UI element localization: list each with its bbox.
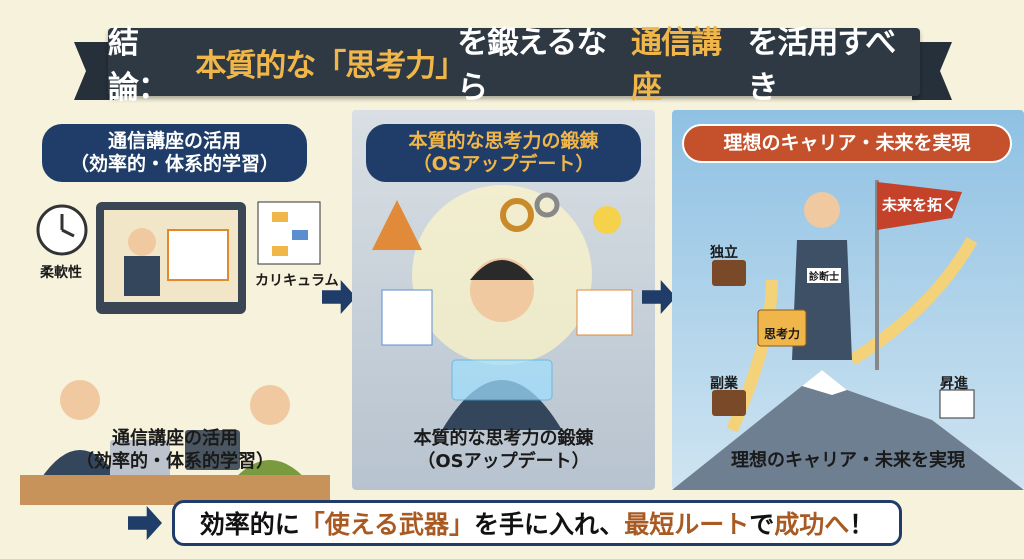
arrow-right-icon bbox=[128, 506, 162, 540]
panel-2-header: 本質的な思考力の鍛錬 （OSアップデート） bbox=[366, 124, 641, 182]
title-banner: 結論： 本質的な「思考力」を鍛えるなら通信講座を活用すべき bbox=[108, 25, 920, 106]
growth-chart-icon bbox=[939, 389, 975, 419]
conclusion-text: 効率的に bbox=[199, 510, 300, 539]
conclusion-highlight: 「使える武器」 bbox=[299, 510, 474, 539]
conclusion-text: で bbox=[749, 510, 775, 539]
panel-1-caption: 通信講座の活用 （効率的・体系的学習） bbox=[76, 428, 274, 472]
label-side-business: 副業 bbox=[710, 376, 738, 392]
mountain bbox=[672, 370, 1024, 490]
conclusion-text: を手に入れ、 bbox=[473, 510, 625, 539]
label-independence: 独立 bbox=[710, 245, 738, 261]
conclusion-text: ！ bbox=[849, 510, 875, 539]
hologram-screen bbox=[451, 359, 553, 401]
label-promotion: 昇進 bbox=[940, 376, 968, 392]
panel-1-header: 通信講座の活用 （効率的・体系的学習） bbox=[42, 124, 307, 182]
title-mid: を鍛えるなら bbox=[457, 25, 607, 106]
panel-thinking-training: 本質的な思考力の鍛錬 （OSアップデート） 本質的な思考力の鍛錬 （OSアップデ… bbox=[352, 110, 655, 490]
briefcase-icon bbox=[712, 260, 746, 286]
title-prefix: 結論： bbox=[108, 25, 169, 106]
conclusion-highlight: 最短ルート bbox=[624, 510, 750, 539]
name-badge: 診断士 bbox=[807, 268, 841, 283]
briefcase-icon bbox=[712, 390, 746, 416]
panel-2-caption: 本質的な思考力の鍛錬 （OSアップデート） bbox=[413, 428, 594, 472]
conclusion-box: 効率的に「使える武器」を手に入れ、最短ルートで成功へ！ bbox=[172, 500, 902, 546]
panel-3-header: 理想のキャリア・未来を実現 bbox=[682, 124, 1012, 163]
toolbox bbox=[757, 309, 807, 347]
flag-label: 未来を拓く bbox=[882, 196, 958, 214]
study-illustration bbox=[20, 201, 330, 505]
org-chart-icon bbox=[576, 289, 633, 336]
title-highlight-1: 本質的な「思考力」 bbox=[195, 47, 466, 84]
lightbulb-icon bbox=[593, 206, 621, 234]
pyramid-icon bbox=[372, 200, 422, 250]
conclusion-highlight: 成功へ bbox=[774, 510, 850, 539]
panel-ideal-career: 理想のキャリア・未来を実現 未来を拓く 診断士 思考力 独立 副業 昇進 理想の… bbox=[672, 110, 1024, 490]
tablet bbox=[185, 430, 240, 470]
mountain-illustration bbox=[672, 180, 1024, 490]
gear-icon bbox=[500, 198, 534, 232]
label-flexibility: 柔軟性 bbox=[40, 265, 82, 281]
label-curriculum: カリキュラム bbox=[255, 273, 339, 289]
flowchart-icon bbox=[381, 289, 433, 346]
title-highlight-2: 通信講座 bbox=[631, 25, 722, 106]
panel-correspondence-course: 通信講座の活用 （効率的・体系的学習） 柔軟性 カリキュラム 通信講座の活用 （… bbox=[0, 110, 340, 505]
thinking-illustration bbox=[372, 185, 633, 430]
title-suffix: を活用すべき bbox=[747, 25, 896, 106]
flag bbox=[877, 182, 962, 230]
laptop bbox=[110, 440, 170, 480]
curriculum-chart-icon bbox=[257, 201, 321, 265]
toolbox-label: 思考力 bbox=[764, 327, 801, 341]
panel-3-caption: 理想のキャリア・未来を実現 bbox=[731, 450, 965, 471]
